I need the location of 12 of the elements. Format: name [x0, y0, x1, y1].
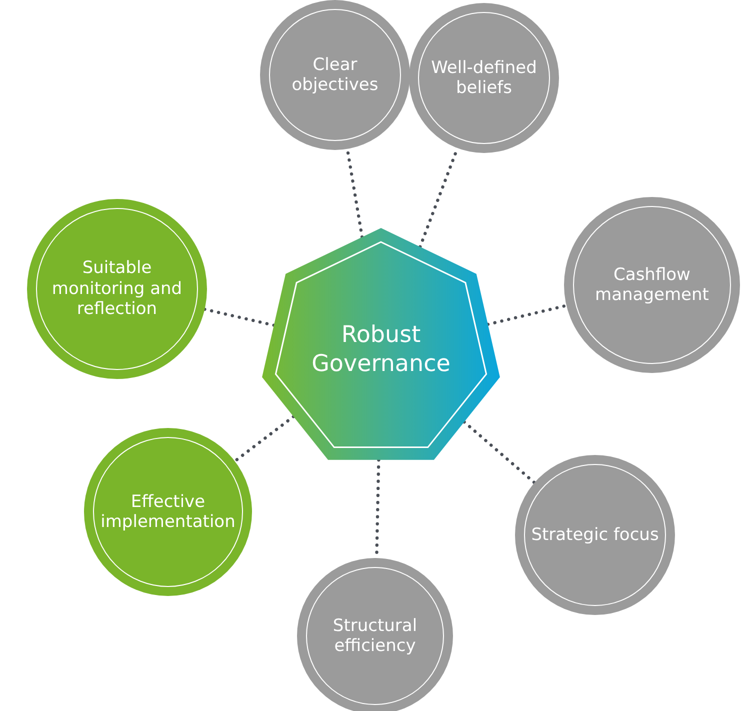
node-label: Suitable monitoring and reflection [50, 258, 184, 320]
node-label: Structural efficiency [332, 616, 418, 656]
dotted-connector [233, 414, 296, 463]
node-label: Well-defined beliefs [430, 58, 538, 98]
node-label: Cashflow management [594, 264, 710, 306]
dotted-connector [486, 304, 568, 326]
dotted-connector [203, 308, 276, 327]
node-label: Effective implementation [100, 492, 236, 532]
node-label: Strategic focus [530, 524, 660, 546]
node-label: Clear objectives [290, 54, 380, 96]
dotted-connector [462, 420, 536, 484]
node-label: Robust Governance [310, 321, 452, 379]
